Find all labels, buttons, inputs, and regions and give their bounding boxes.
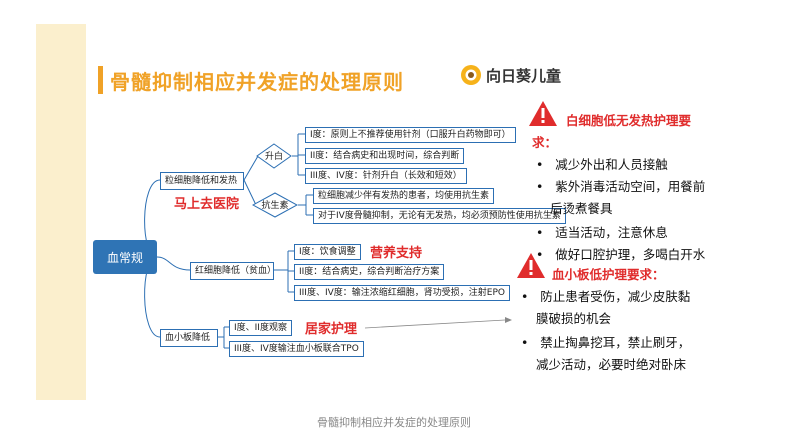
antibiotic-grade4: 对于IV度骨髓抑制，无论有无发热，均必须预防性使用抗生素 bbox=[313, 208, 566, 224]
plt-item: • 禁止掏鼻挖耳，禁止刷牙， bbox=[521, 335, 691, 350]
sub-node-antibiotic-shape bbox=[252, 192, 298, 218]
sub-node-raise-wbc-shape bbox=[256, 143, 292, 169]
rbc-grade1: I度：饮食调整 bbox=[294, 244, 361, 260]
wbc-item-cont: 后烫煮餐具 bbox=[550, 201, 613, 216]
note-nutrition: 营养支持 bbox=[370, 246, 423, 261]
wbc-item: • 适当活动，注意休息 bbox=[536, 225, 668, 240]
sub-node-raise-wbc: 升白 bbox=[264, 152, 283, 162]
page-title: 骨髓抑制相应并发症的处理原则 bbox=[110, 70, 404, 94]
sunflower-icon bbox=[461, 65, 481, 85]
branch-thrombocytopenia: 血小板降低 bbox=[160, 329, 218, 347]
logo-text: 向日葵儿童 bbox=[486, 66, 562, 85]
mindmap-root: 血常规 bbox=[93, 240, 157, 274]
plt-grade3-4: III度、IV度输注血小板联合TPO bbox=[229, 341, 364, 357]
rbc-grade2: II度：结合病史，综合判断治疗方案 bbox=[294, 264, 445, 280]
figure-caption: 骨髓抑制相应并发症的处理原则 bbox=[317, 416, 471, 429]
wbc-panel-heading-cont: 求： bbox=[532, 135, 558, 150]
warning-icon bbox=[529, 101, 557, 126]
branch-neutropenia: 粒细胞降低和发热 bbox=[160, 172, 244, 190]
warning-icon bbox=[517, 253, 545, 278]
plt-item: • 防止患者受伤，减少皮肤黏 bbox=[521, 289, 691, 304]
branch-anemia: 红细胞降低（贫血） bbox=[190, 262, 276, 280]
wbc-grade2: II度：结合病史和出现时间，综合判断 bbox=[305, 148, 465, 164]
plt-panel-heading: 血小板低护理要求： bbox=[552, 267, 665, 282]
title-accent-bar bbox=[98, 66, 103, 94]
wbc-item: • 减少外出和人员接触 bbox=[536, 157, 668, 172]
antibiotic-fever: 粒细胞减少伴有发热的患者，均使用抗生素 bbox=[313, 188, 495, 204]
plt-item-cont: 减少活动，必要时绝对卧床 bbox=[536, 357, 687, 372]
plt-grade1-2: I度、II度观察 bbox=[229, 320, 292, 336]
rbc-grade3-4: III度、IV度：输注浓缩红细胞，肾功受损，注射EPO bbox=[294, 285, 510, 301]
sub-node-antibiotic: 抗生素 bbox=[261, 201, 289, 211]
wbc-panel-heading: 白细胞低无发热护理要 bbox=[566, 113, 692, 128]
note-go-hospital: 马上去医院 bbox=[174, 197, 240, 212]
plt-item-cont: 膜破损的机会 bbox=[536, 311, 612, 326]
wbc-item: • 做好口腔护理，多喝白开水 bbox=[536, 247, 706, 262]
slide-side-band bbox=[36, 24, 86, 400]
logo: 向日葵儿童 bbox=[460, 64, 561, 86]
wbc-grade1: I度：原则上不推荐使用针剂（口服升白药物即可） bbox=[305, 127, 516, 143]
wbc-grade3-4: III度、IV度：针剂升白（长效和短效） bbox=[305, 168, 467, 184]
wbc-item: • 紫外消毒活动空间，用餐前 bbox=[536, 179, 706, 194]
note-home-care: 居家护理 bbox=[305, 322, 358, 337]
